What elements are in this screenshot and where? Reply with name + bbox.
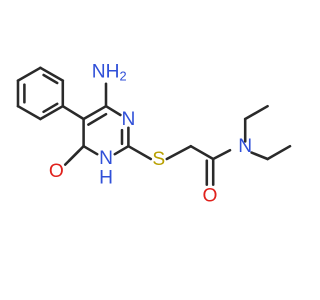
ring-n3-label: N	[121, 109, 135, 130]
thioether-bond	[127, 144, 153, 161]
phenyl-double-bond	[42, 73, 59, 85]
ring-bond	[113, 144, 130, 156]
phenyl-double-bond	[42, 102, 59, 114]
ethyl-bond	[250, 151, 269, 161]
ring-bond	[82, 144, 99, 156]
ring-double-bond	[87, 112, 108, 126]
chain-bond	[189, 144, 215, 161]
carbonyl-double-bond	[63, 149, 81, 166]
amide-cn-bond	[211, 148, 232, 161]
amide-nitrogen-label: N	[238, 136, 252, 157]
phenyl-to-ring-bond	[61, 104, 85, 121]
ring-n1-h-label: H	[99, 167, 113, 188]
phenyl-bond	[16, 104, 42, 121]
ring-bond	[82, 104, 108, 121]
phenyl-bond	[39, 104, 65, 121]
ring-bond	[104, 104, 122, 117]
ethyl-bond	[243, 104, 269, 121]
amino-nh2-label: NH2	[92, 62, 127, 84]
chain-bond	[165, 144, 193, 161]
sulfur-label: S	[152, 149, 165, 170]
amide-oxygen-label: O	[203, 186, 218, 207]
ring-n1-label: N	[99, 148, 113, 169]
phenyl-bond	[39, 66, 65, 82]
ketone-oxygen-label: O	[49, 161, 64, 182]
phenyl-bond	[16, 66, 42, 82]
bond-layer	[16, 66, 292, 186]
ethyl-bond	[266, 144, 292, 161]
